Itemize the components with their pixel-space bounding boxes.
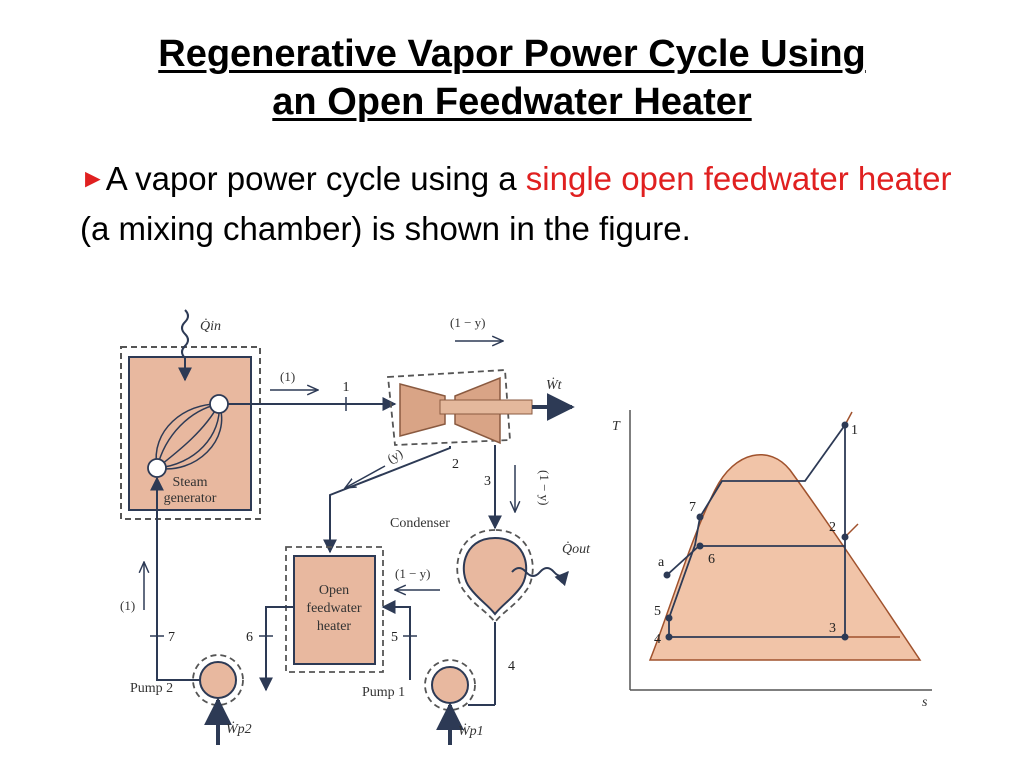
q-in-label: Q̇in [200,318,221,334]
t-axis-label: T [612,419,621,434]
flow-one-left: (1) [120,598,135,613]
flow-1my-vertical: (1 − y) [537,470,552,506]
ts-label-7: 7 [689,500,696,515]
state-4-label: 4 [508,659,515,674]
ts-diagram: T s 1 2 3 4 5 6 7 a [612,410,932,710]
flow-one-top: (1) [280,369,295,384]
ts-label-1: 1 [851,423,858,438]
bullet-arrow-icon: ► [80,163,106,193]
ts-point-1 [841,421,849,429]
title-line-1: Regenerative Vapor Power Cycle Using [158,33,866,75]
pump-1-label: Pump 1 [362,685,405,700]
bullet-text-after: (a mixing chamber) is shown in the figur… [80,210,691,247]
ts-label-2: 2 [829,520,836,535]
pump-1: Pump 1 Ẇp1 [362,659,484,745]
w-p2-label: Ẇp2 [226,720,252,737]
steam-generator-label-2: generator [164,491,217,506]
condenser: Condenser Q̇out [390,516,591,624]
flow-1my-top: (1 − y) [450,315,486,330]
state-6-label: 6 [246,630,253,645]
state-5-label: 5 [391,630,398,645]
flow-1my-heater: (1 − y) [395,566,431,581]
schematic-diagram: Steam generator Q̇in 1 (1) Ẇt (1 − y) 2 … [120,309,591,745]
condenser-label: Condenser [390,516,450,531]
heater-label-1: Open [319,583,349,598]
heater-label-3: heater [317,619,352,634]
ts-label-4: 4 [654,632,661,647]
state-2-label: 2 [452,457,459,472]
w-t-label: Ẇt [546,376,563,393]
bullet-text-before: A vapor power cycle using a [105,160,526,197]
ts-point-a [663,571,671,579]
saturation-dome [648,454,922,661]
heat-input: Q̇in [178,309,221,382]
steam-generator-label-1: Steam [173,475,208,490]
ts-label-6: 6 [708,552,715,567]
turbine: Ẇt [387,369,575,446]
ts-label-a: a [658,555,665,570]
title-line-2: an Open Feedwater Heater [272,81,752,123]
open-feedwater-heater: Open feedwater heater [285,546,384,673]
ts-point-3 [841,633,849,641]
ts-point-5 [665,614,673,622]
w-p1-label: Ẇp1 [458,722,484,739]
ts-label-3: 3 [829,621,836,636]
bullet-highlight: single open feedwater heater [525,160,952,197]
ts-label-5: 5 [654,604,661,619]
flow-y: (y) [385,445,406,466]
q-out-label: Q̇out [562,541,591,557]
state-1-label: 1 [343,380,350,395]
heater-label-2: feedwater [306,601,362,616]
state-3-label: 3 [484,474,491,489]
ts-point-6 [696,542,704,550]
slide-title: Regenerative Vapor Power Cycle Using an … [0,30,1024,126]
pump-2: Pump 2 Ẇp2 [130,654,252,745]
state-7-label: 7 [168,630,175,645]
ts-point-4 [665,633,673,641]
bullet-text: ►A vapor power cycle using a single open… [80,155,960,253]
ts-point-7 [696,513,704,521]
ts-point-2 [841,533,849,541]
steam-generator: Steam generator [120,346,261,520]
pump-2-label: Pump 2 [130,681,173,696]
s-axis-label: s [922,695,928,710]
